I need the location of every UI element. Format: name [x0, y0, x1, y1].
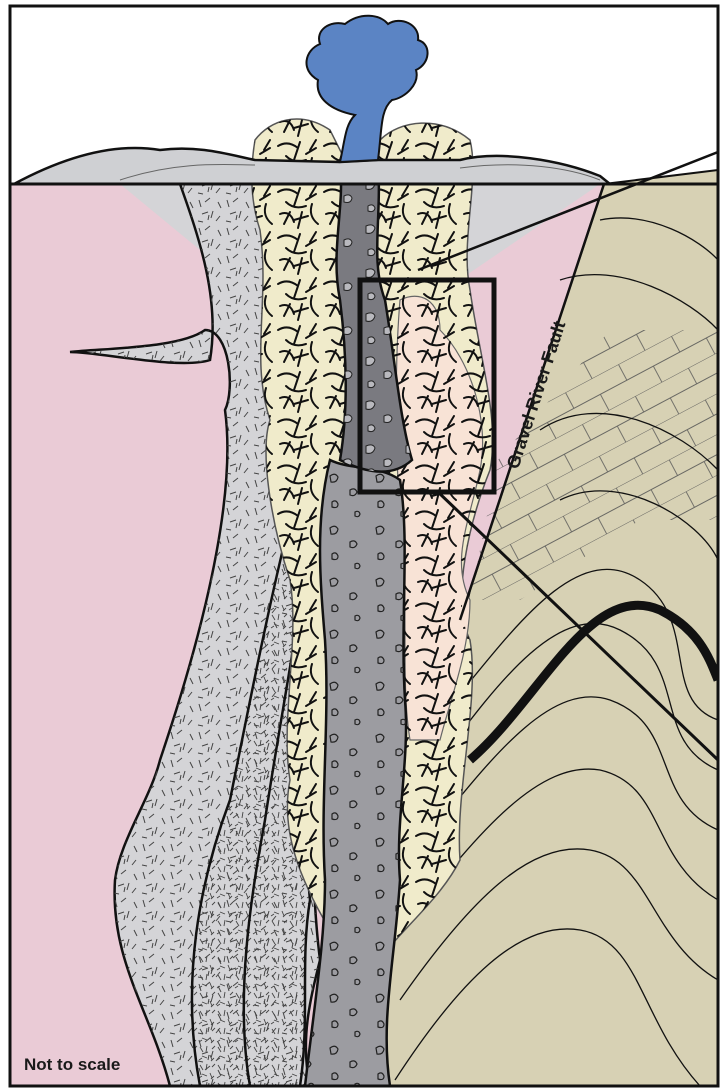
scale-note: Not to scale [24, 1055, 120, 1074]
